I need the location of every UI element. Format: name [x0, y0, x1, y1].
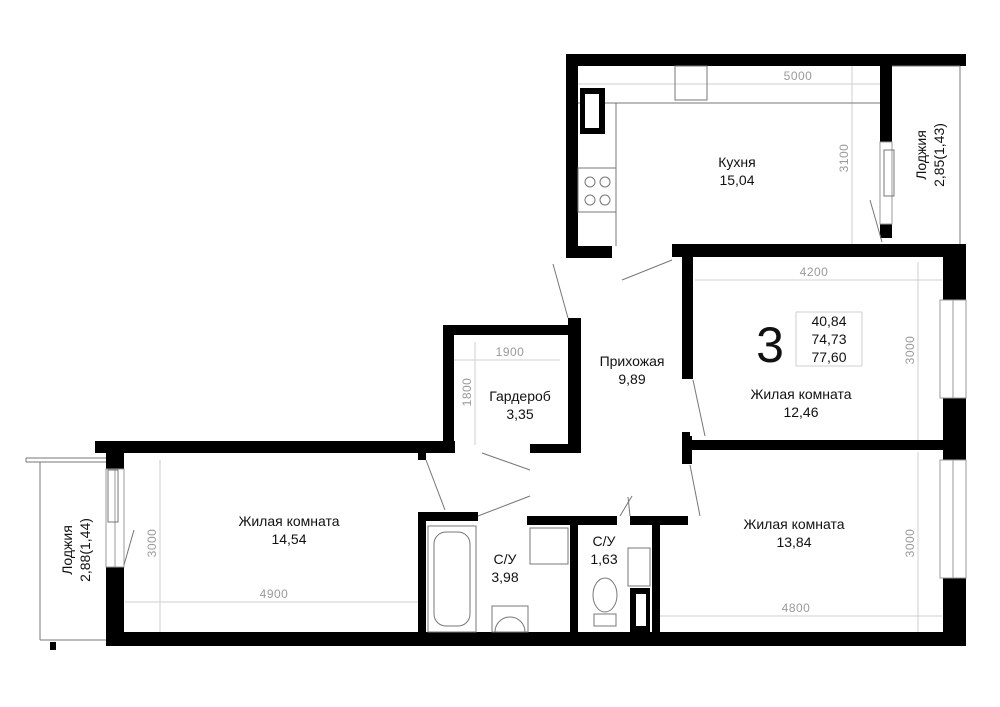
- total-area: 74,73: [811, 331, 846, 347]
- room-tr-wall-left: [682, 244, 693, 379]
- bath-big-area: 3,98: [491, 569, 518, 585]
- living-area: 40,84: [811, 313, 846, 329]
- wall-kitchen-room: [672, 244, 966, 257]
- bath-small-name: С/У: [593, 533, 616, 549]
- dim-room-left-width: 4900: [260, 587, 289, 601]
- dim-kitchen-depth: 3100: [837, 144, 851, 173]
- kitchen-area: 15,04: [719, 172, 754, 188]
- wardrobe-name: Гардероб: [489, 388, 551, 404]
- wardrobe-wall-bottom-right: [530, 444, 581, 453]
- wardrobe-wall-left: [443, 325, 454, 450]
- room-left-area: 14,54: [271, 531, 306, 547]
- small-bath-wall-right: [652, 520, 660, 642]
- bathroom-fixtures: [427, 525, 651, 633]
- hallway-area: 9,89: [618, 371, 645, 387]
- small-bath-wall-top-right: [630, 516, 688, 525]
- wardrobe-wall-right: [568, 318, 581, 450]
- wall-right-rooms: [690, 440, 966, 450]
- kitchen-wall-right: [880, 54, 892, 142]
- bath-wall-top-left: [418, 512, 478, 521]
- kitchen-name: Кухня: [718, 154, 755, 170]
- kitchen-wall-bottom-left: [566, 246, 612, 258]
- wardrobe-wall-top: [443, 325, 581, 335]
- dim-room-br-width: 4800: [782, 601, 811, 615]
- room-left-wall-left-low: [106, 567, 124, 646]
- walls: [95, 54, 966, 646]
- room-left-name: Жилая комната: [238, 513, 339, 529]
- dim-wardrobe-depth: 1800: [460, 378, 474, 407]
- room-br-name: Жилая комната: [743, 516, 844, 532]
- hallway-name: Прихожая: [600, 353, 665, 369]
- room-tr-wall-right-top: [943, 244, 966, 300]
- room-left-wall-stub: [418, 450, 426, 460]
- dimension-labels: 5000 3100 4200 3000 1900 1800 3000 4900 …: [145, 69, 917, 615]
- dim-room-tr-width: 4200: [800, 265, 829, 279]
- wall-right-rooms-stub: [682, 436, 692, 464]
- bath-partition: [570, 516, 578, 642]
- loggia-left-name: Лоджия: [59, 525, 75, 575]
- kitchen-wall-left: [566, 54, 578, 258]
- kitchen-wall-top: [566, 54, 966, 66]
- loggia-left-area: 2,88(1,44): [77, 518, 93, 582]
- windows: [105, 141, 967, 579]
- dim-room-left-depth: 3000: [145, 529, 159, 558]
- room-tr-wall-right-mid: [943, 398, 966, 460]
- area-summary: 3 40,84 74,73 77,60: [756, 311, 863, 373]
- loggia-right-name: Лоджия: [913, 130, 929, 180]
- room-left-wall-right: [418, 512, 426, 642]
- loggias: [25, 65, 961, 650]
- room-tr-name: Жилая комната: [750, 386, 851, 402]
- loggia-right-area: 2,85(1,43): [931, 123, 947, 187]
- rooms-count: 3: [756, 317, 784, 373]
- dim-room-tr-depth: 3000: [903, 336, 917, 365]
- room-labels: Кухня 15,04 Прихожая 9,89 Гардероб 3,35 …: [59, 123, 947, 585]
- dim-room-br-depth: 3000: [903, 529, 917, 558]
- wardrobe-area: 3,35: [506, 406, 533, 422]
- doors: [425, 259, 706, 517]
- room-tr-area: 12,46: [783, 404, 818, 420]
- room-br-wall-right-low: [943, 578, 966, 646]
- dim-wardrobe-width: 1900: [496, 345, 525, 359]
- bath-big-name: С/У: [494, 551, 517, 567]
- bath-small-area: 1,63: [590, 551, 617, 567]
- room-left-wall-left-top: [106, 441, 124, 469]
- room-br-area: 13,84: [776, 534, 811, 550]
- kitchen-wall-right-lower: [880, 224, 892, 238]
- dim-kitchen-width: 5000: [784, 69, 813, 83]
- outer-bottom-wall: [106, 632, 966, 646]
- total-with-loggias: 77,60: [811, 349, 846, 365]
- kitchen-fixtures: [577, 65, 880, 246]
- room-left-wall-top: [95, 441, 455, 453]
- dimension-lines: [125, 66, 942, 632]
